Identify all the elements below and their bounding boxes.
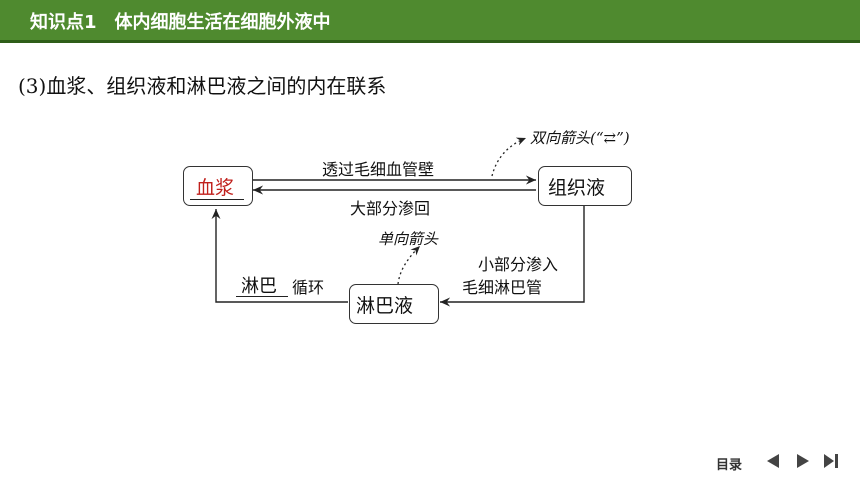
lymph-node (349, 284, 439, 324)
arrow-tissue-to-lymph (440, 205, 585, 307)
arrow-lymph-to-plasma (211, 209, 348, 303)
plasma-underline (190, 199, 244, 201)
right-label-line1: 小部分渗入 (478, 255, 559, 274)
left-label-red: 淋巴 (241, 276, 277, 297)
note-arrow-unidirectional (397, 245, 421, 285)
section-title: (3)血浆、组织液和淋巴液之间的内在联系 (18, 74, 387, 98)
last-page-icon[interactable] (822, 452, 840, 470)
plasma-label: 血浆 (196, 177, 235, 199)
left-label-rest: 循环 (292, 278, 325, 297)
note-bidirectional: 双向箭头(“⇄”) (530, 129, 630, 147)
top-arrow-label: 透过毛细血管壁 (322, 160, 435, 179)
bottom-arrow-label: 大部分渗回 (350, 199, 431, 218)
right-label-line2: 毛细淋巴管 (462, 278, 543, 297)
prev-icon[interactable] (764, 452, 782, 470)
header-bar: 知识点1 体内细胞生活在细胞外液中 (0, 0, 860, 40)
note-arrow-bidirectional (491, 137, 527, 177)
note-unidirectional: 单向箭头 (378, 230, 439, 248)
left-label-underline (236, 296, 288, 298)
next-icon[interactable] (794, 452, 812, 470)
tissue-fluid-label: 组织液 (548, 177, 606, 199)
header-divider (0, 40, 860, 43)
header-title: 知识点1 体内细胞生活在细胞外液中 (30, 12, 331, 33)
contents-link[interactable]: 目录 (716, 458, 743, 473)
tissue-fluid-node (538, 166, 632, 206)
lymph-label: 淋巴液 (356, 295, 414, 317)
